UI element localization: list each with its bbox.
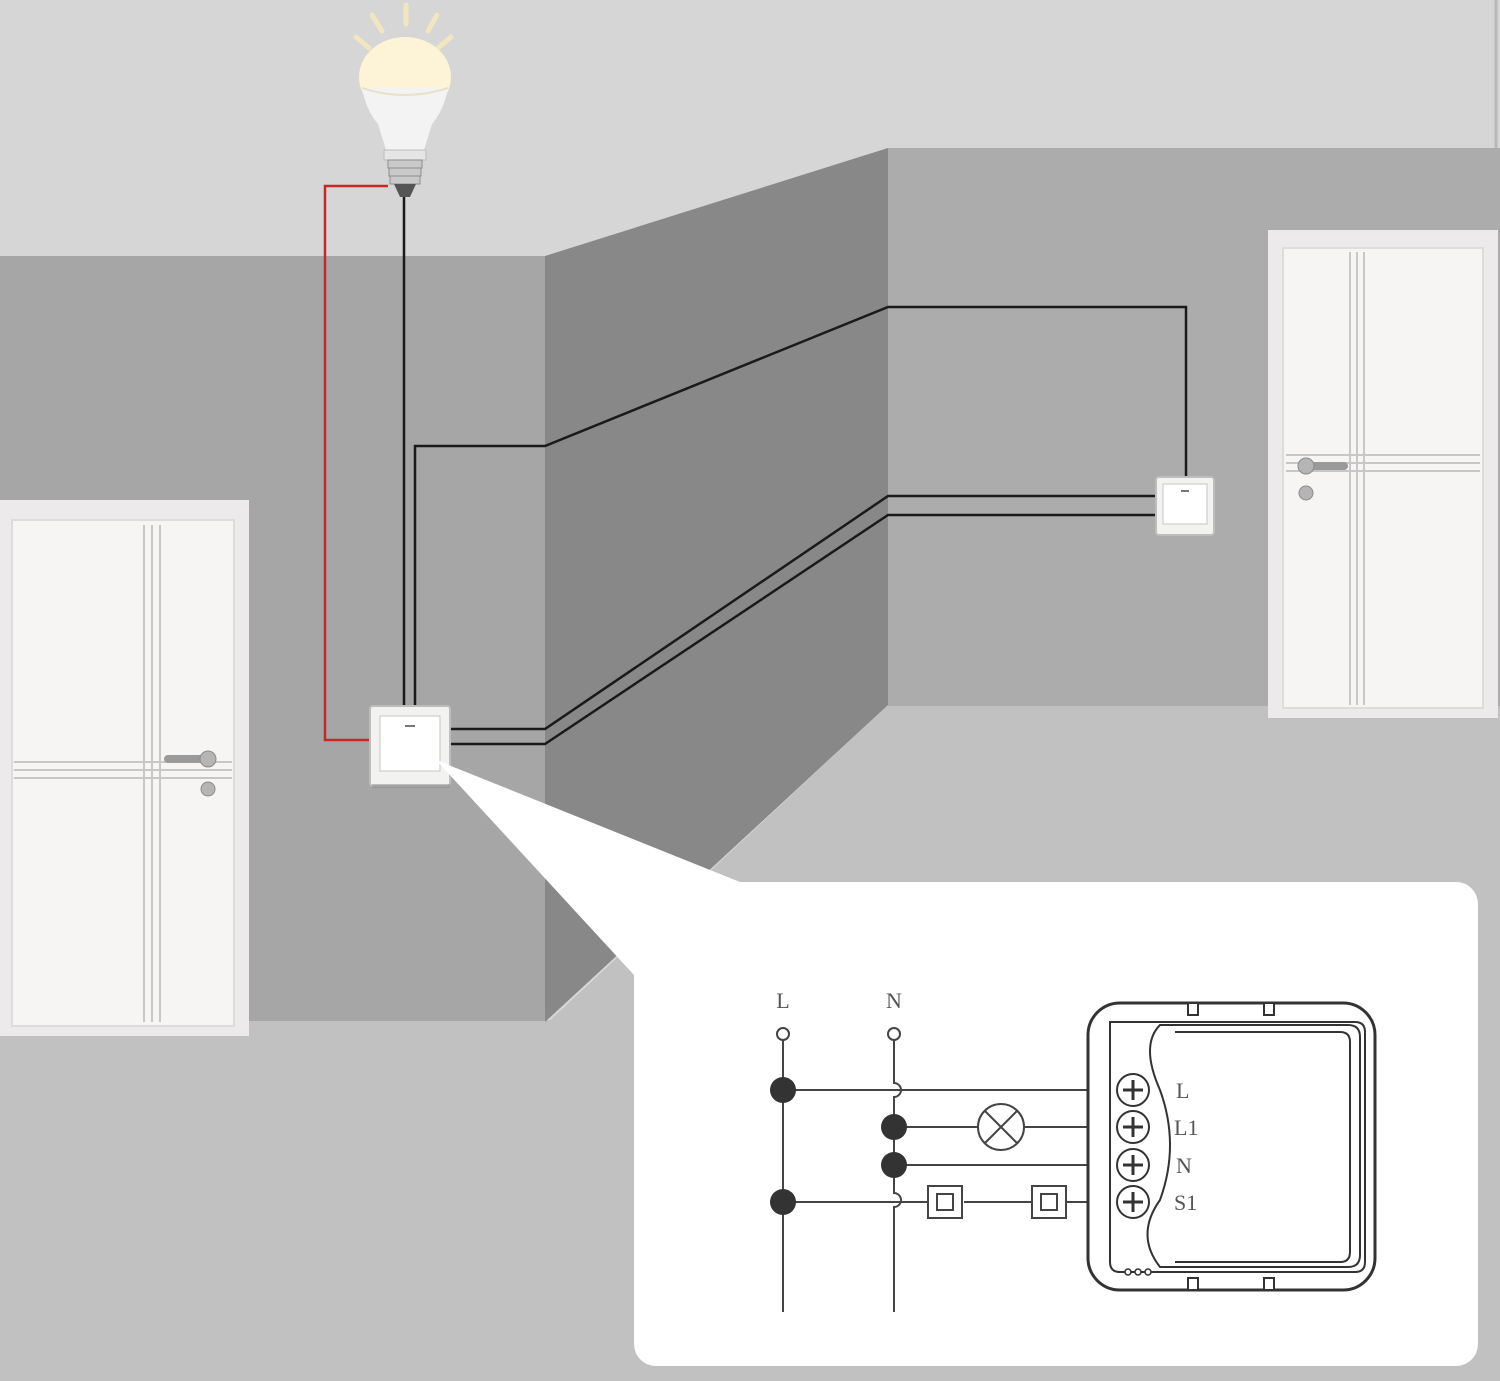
traveler-wire-1 [450, 494, 1158, 731]
wiring-schematic: L N [770, 988, 1377, 1312]
terminal-label-l1: L1 [1174, 1115, 1198, 1140]
remote-wall-switch-icon [1155, 476, 1215, 536]
light-bulb-icon [353, 2, 454, 197]
neutral-terminal [887, 1027, 901, 1041]
terminal-label-n: N [1176, 1153, 1192, 1178]
left-door-icon [0, 500, 249, 1036]
neutral-bus [893, 1040, 902, 1312]
wiring [323, 184, 1188, 746]
main-wall-switch-icon [369, 705, 451, 788]
terminal-label-l: L [1176, 1078, 1189, 1103]
junction-dots [770, 1077, 907, 1215]
right-door-icon [1268, 230, 1498, 718]
bus-label-live: L [776, 988, 789, 1013]
center-wall [545, 148, 888, 1022]
terminal-label-s1: S1 [1174, 1190, 1197, 1215]
live-terminal [776, 1027, 790, 1041]
bus-label-neutral: N [886, 988, 902, 1013]
traveler-wire-2 [450, 513, 1158, 746]
switch-symbol-icon [927, 1185, 1067, 1219]
traveler-wire-top [413, 305, 1188, 706]
lamp-symbol-icon [977, 1103, 1025, 1151]
smart-module-icon [1086, 1001, 1377, 1292]
live-wire [323, 184, 388, 742]
